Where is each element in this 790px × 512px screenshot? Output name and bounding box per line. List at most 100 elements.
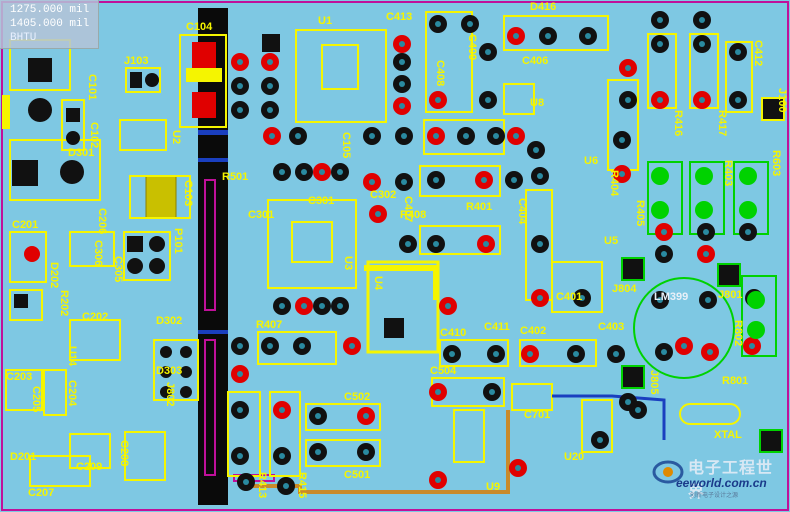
c103-pad[interactable] [145, 175, 177, 219]
pad-rnd-2[interactable] [60, 160, 84, 184]
pad-sq-1[interactable] [28, 58, 52, 82]
pad-hole [545, 33, 551, 39]
label-d416: D416 [530, 1, 557, 13]
c102-pad[interactable] [66, 108, 80, 122]
pad-green[interactable] [747, 321, 765, 339]
label-d201: D201 [10, 451, 37, 463]
label-r202: R202 [58, 290, 70, 317]
j802-pin6[interactable] [180, 386, 192, 398]
pad-hole [319, 303, 325, 309]
j802-outline [153, 339, 199, 401]
pad-hole [467, 21, 473, 27]
j804-pad[interactable] [621, 257, 645, 281]
j100-pad[interactable] [761, 97, 785, 121]
pad-hole [237, 371, 243, 377]
watermark-url: eeworld.com.cn [676, 476, 767, 490]
c104-pad-bottom[interactable] [192, 92, 216, 118]
label-u6: U6 [584, 155, 599, 167]
eeworld-watermark: 电子工程世界 eeworld.com.cn 创新电子设计之源 [650, 452, 780, 502]
pad-hole [375, 211, 381, 217]
pad-hole [243, 479, 249, 485]
label-c408: C408 [434, 60, 446, 87]
label-d202: D202 [48, 262, 60, 289]
label-c403: C403 [598, 321, 625, 333]
pad-green[interactable] [695, 167, 713, 185]
pad-hole [401, 133, 407, 139]
xtal-outline [679, 403, 741, 425]
pad-green[interactable] [747, 291, 765, 309]
j103-pin2[interactable] [145, 73, 159, 87]
j801-pad[interactable] [717, 263, 741, 287]
c202-outline [69, 319, 121, 361]
label-d302: D302 [156, 315, 183, 327]
j802-pin1[interactable] [160, 346, 172, 358]
p101-pin4[interactable] [149, 258, 165, 274]
j805-pad[interactable] [621, 365, 645, 389]
j103-pin1[interactable] [130, 72, 142, 88]
pad-hole [337, 303, 343, 309]
watermark-cn: 电子工程世界 [688, 460, 774, 501]
label-c206: C206 [96, 208, 108, 235]
pad-rnd-1[interactable] [28, 98, 52, 122]
pad-green[interactable] [651, 201, 669, 219]
c502-outline [305, 403, 381, 431]
label-c306: C306 [92, 240, 104, 267]
pad-hole [681, 343, 687, 349]
c201-pad[interactable] [24, 246, 40, 262]
u1-pad[interactable] [321, 44, 359, 90]
j802-pin2[interactable] [180, 346, 192, 358]
d201-pad[interactable] [14, 294, 28, 308]
label-r403: R403 [722, 160, 734, 187]
label-c411: C411 [484, 321, 510, 333]
j103-outline [125, 67, 161, 93]
trace-u4 [364, 265, 439, 300]
pad-sq-2[interactable] [12, 160, 38, 186]
pad-hole [657, 97, 663, 103]
label-j103: J103 [124, 55, 149, 67]
c104-pad-top[interactable] [192, 42, 216, 68]
pad-green[interactable] [651, 167, 669, 185]
pad-green[interactable] [695, 201, 713, 219]
label-c205: C205 [30, 386, 42, 413]
u3-pad[interactable] [291, 221, 333, 263]
label-j804: J804 [612, 283, 637, 295]
p101-pin3[interactable] [127, 258, 143, 274]
j802-pin3[interactable] [160, 366, 172, 378]
j-left-outline [9, 139, 101, 201]
pad-hole [483, 241, 489, 247]
slot-keepout-1 [204, 179, 216, 311]
label-j805: J805 [648, 370, 660, 395]
r402-outline [519, 339, 597, 367]
pad-hole [699, 41, 705, 47]
label-c305: C305 [112, 256, 124, 283]
label-r401: R401 [466, 201, 493, 213]
c102-pad-2[interactable] [66, 131, 80, 145]
p101-pin1[interactable] [127, 236, 143, 252]
pad-hole [699, 97, 705, 103]
pad-hole [267, 59, 273, 65]
j802-pin4[interactable] [180, 366, 192, 378]
board-slot [198, 8, 228, 505]
p101-pin2[interactable] [149, 236, 165, 252]
label-j801: J801 [718, 289, 743, 301]
r401-outline [419, 165, 501, 197]
pad-hole [661, 251, 667, 257]
u4-pin1[interactable] [384, 318, 404, 338]
pad-hole [735, 97, 741, 103]
pad-green[interactable] [739, 201, 757, 219]
coord-layer: BHTU [10, 32, 37, 44]
label-r417: R417 [716, 110, 728, 137]
c501-outline [305, 439, 381, 467]
pad-hole [301, 169, 307, 175]
r801-pad[interactable] [759, 429, 783, 453]
pad-hole [237, 343, 243, 349]
pad-hole [369, 179, 375, 185]
j802-pin5[interactable] [160, 386, 172, 398]
u1-pin1[interactable] [262, 34, 280, 52]
pad-green[interactable] [739, 167, 757, 185]
pad-hole [745, 229, 751, 235]
label-c409: C409 [466, 34, 478, 61]
pad-hole [513, 133, 519, 139]
pad-hole [399, 41, 405, 47]
